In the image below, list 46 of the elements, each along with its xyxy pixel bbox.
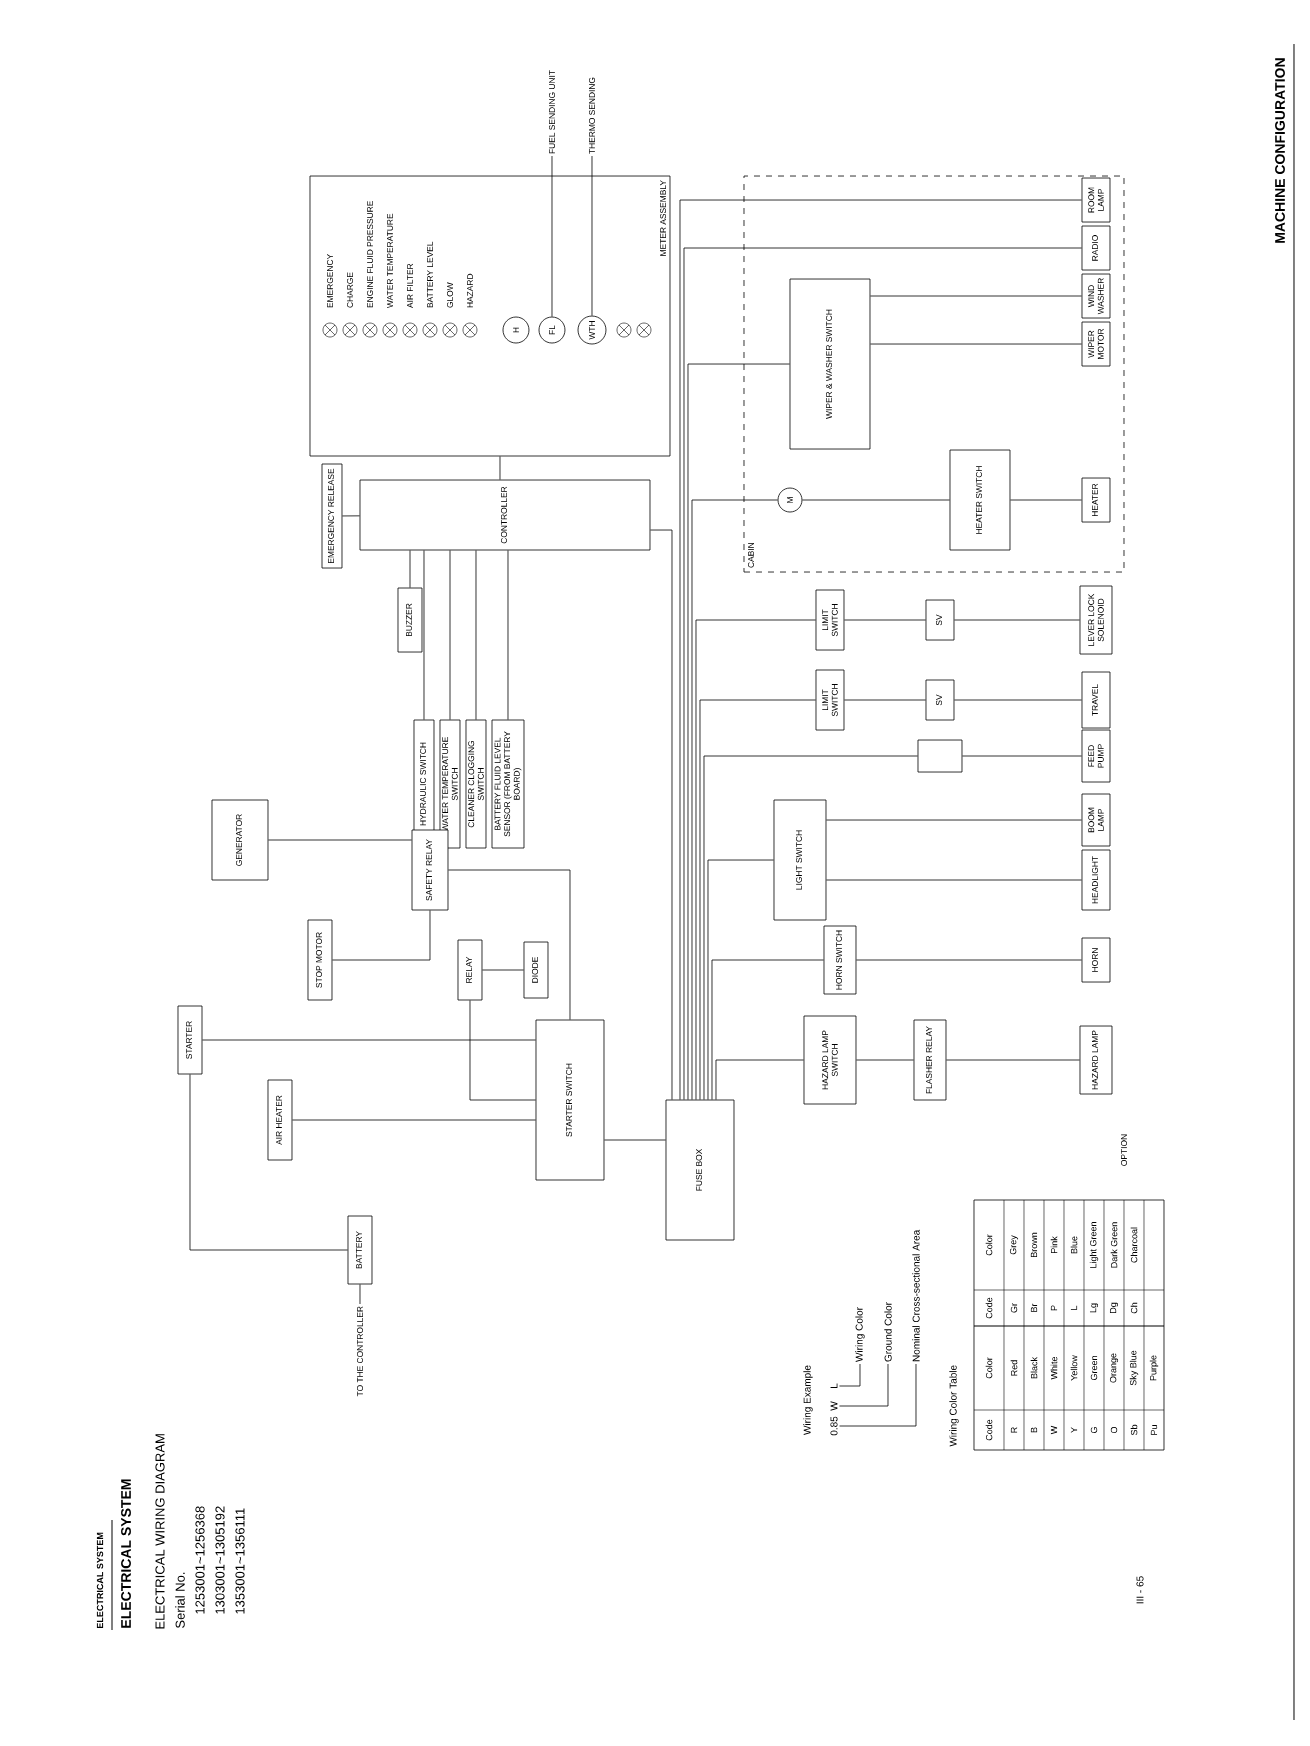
wire — [954, 619, 1080, 621]
wire — [292, 1119, 536, 1121]
leader-line — [839, 1363, 917, 1427]
wire — [342, 515, 360, 517]
wire — [802, 499, 950, 501]
wire — [954, 699, 1082, 701]
wire — [844, 699, 926, 701]
wire — [449, 550, 451, 720]
wire — [604, 1139, 666, 1141]
wire — [870, 343, 1082, 345]
wire — [711, 959, 824, 1100]
wire — [650, 529, 673, 1100]
wire — [695, 619, 816, 1100]
wire — [423, 550, 425, 720]
wire — [359, 1284, 361, 1305]
wire — [870, 295, 1082, 297]
wire — [1010, 499, 1082, 501]
wire — [962, 755, 1082, 757]
wire — [507, 550, 509, 720]
leader-line — [839, 1363, 861, 1387]
wire — [409, 550, 411, 588]
wire — [268, 839, 412, 841]
wire — [591, 155, 593, 316]
wire — [856, 1059, 914, 1061]
wire — [707, 859, 774, 1100]
wire — [499, 456, 501, 480]
wire — [332, 910, 431, 961]
wire — [703, 755, 918, 1100]
wire — [699, 699, 816, 1100]
wire — [448, 869, 571, 1020]
wire — [202, 1039, 536, 1041]
wire — [826, 819, 1082, 821]
wire — [189, 1074, 348, 1251]
wire — [826, 879, 1082, 881]
wire — [551, 155, 553, 317]
wire — [946, 1059, 1080, 1061]
leader-line — [839, 1363, 889, 1407]
wire — [482, 969, 524, 971]
wire — [687, 363, 790, 1100]
pump-box — [917, 739, 963, 773]
wire — [715, 1059, 804, 1100]
wire — [691, 499, 778, 1100]
wire — [475, 550, 477, 720]
wire — [469, 1000, 536, 1101]
wire — [844, 619, 926, 621]
wire — [856, 959, 1082, 961]
